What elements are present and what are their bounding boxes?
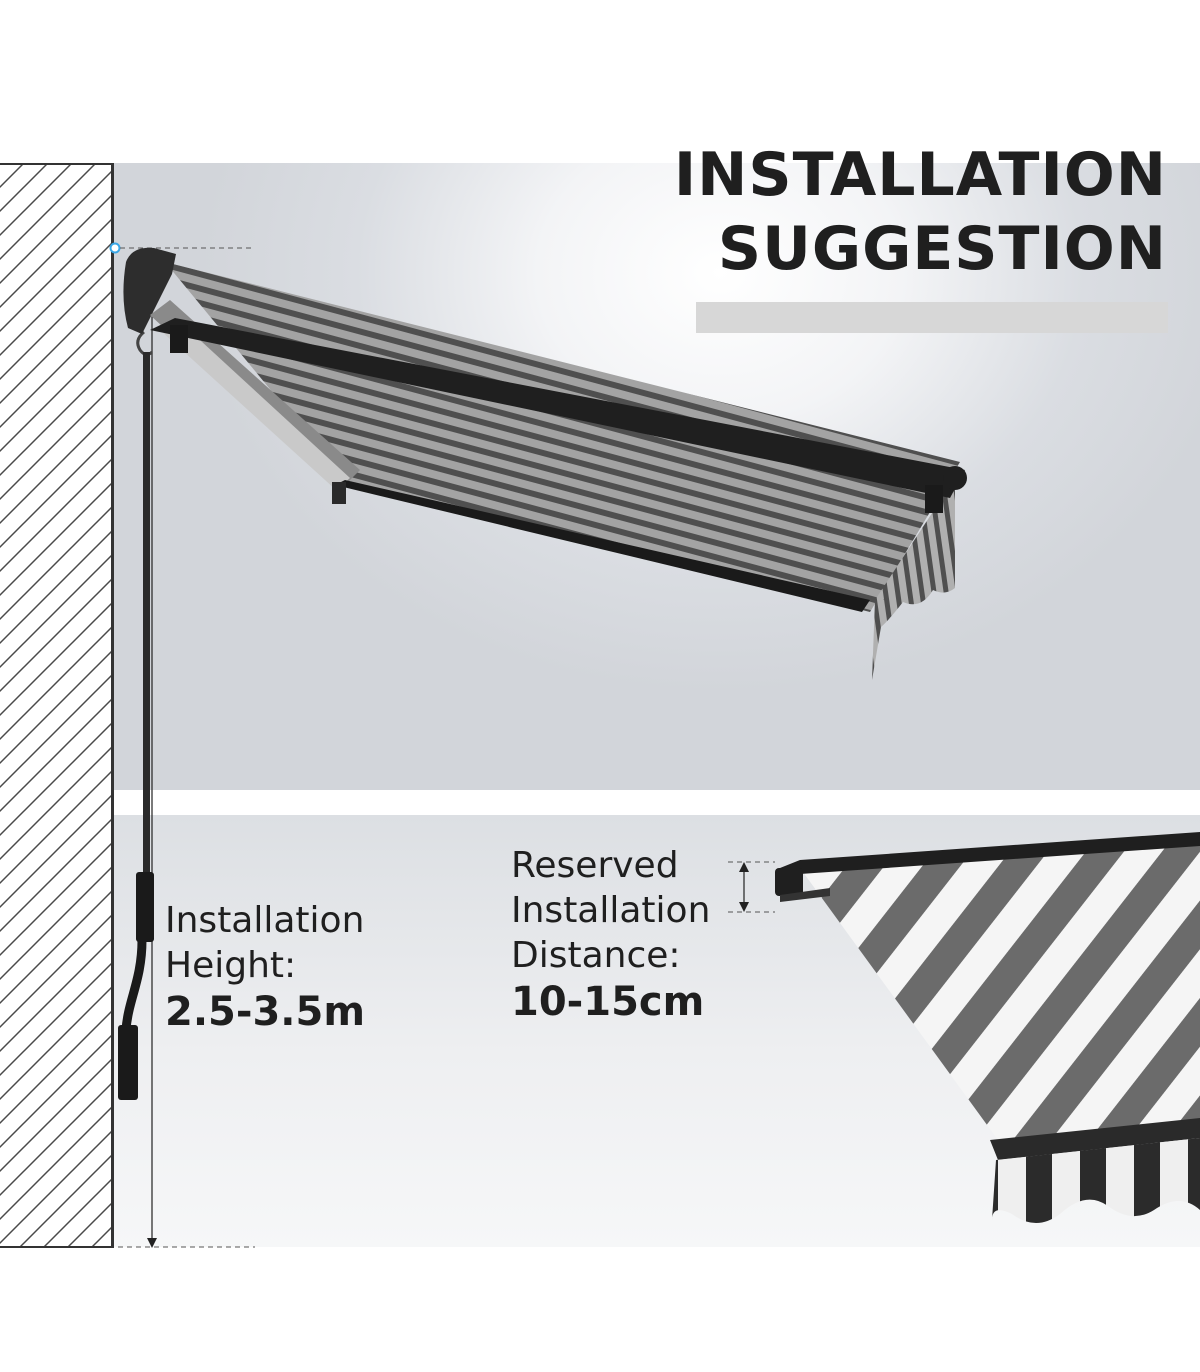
- awning-valance-closeup: [992, 1138, 1200, 1223]
- reserved-distance-line-1: Reserved: [511, 845, 679, 886]
- title-underline-bar: [696, 302, 1168, 333]
- wall-hatch: [0, 163, 114, 1248]
- title-line-1: INSTALLATION: [673, 140, 1167, 210]
- reserved-distance-value: 10-15cm: [511, 979, 705, 1025]
- page-title: INSTALLATION SUGGESTION: [674, 138, 1167, 286]
- distance-dimension-arrow: [739, 862, 749, 912]
- installation-height-value: 2.5-3.5m: [165, 989, 365, 1035]
- mount-reference-dot: [109, 242, 121, 254]
- awning-fabric-top: [165, 262, 960, 612]
- awning-fabric-closeup: [800, 838, 1200, 1140]
- crank-handle: [118, 330, 154, 1100]
- reserved-distance-label: Reserved Installation Distance: 10-15cm: [511, 843, 710, 1026]
- installation-height-label: Installation Height: 2.5-3.5m: [165, 898, 365, 1036]
- reserved-distance-line-3: Distance:: [511, 935, 681, 976]
- title-line-2: SUGGESTION: [717, 214, 1167, 284]
- reserved-distance-line-2: Installation: [511, 890, 711, 931]
- installation-height-line-2: Height:: [165, 945, 297, 986]
- awning-valance-top: [872, 478, 955, 680]
- installation-height-line-1: Installation: [165, 900, 365, 941]
